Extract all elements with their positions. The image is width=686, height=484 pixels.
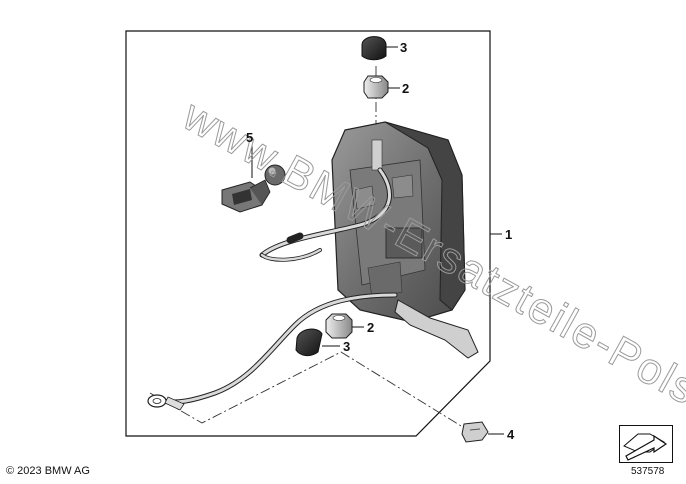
- cap-lower: [295, 328, 323, 357]
- leader-lines: [251, 46, 504, 435]
- screw: [461, 421, 489, 443]
- mount-bracket: [394, 299, 479, 359]
- callout-1: 1: [505, 227, 512, 242]
- next-diagram-button[interactable]: [619, 425, 673, 463]
- callout-3-lower: 3: [343, 339, 350, 354]
- cable-harness: [157, 167, 398, 405]
- connector-holder: [221, 164, 286, 213]
- ring-terminal: [147, 394, 185, 411]
- callout-2-lower: 2: [367, 320, 374, 335]
- copyright-notice: © 2023 BMW AG: [6, 465, 90, 477]
- callout-3-upper: 3: [400, 40, 407, 55]
- control-unit-housing: [331, 121, 466, 323]
- assembly-frame: [125, 30, 491, 437]
- cap-upper: [361, 36, 387, 61]
- callout-2-upper: 2: [402, 81, 409, 96]
- callout-5: 5: [246, 130, 253, 145]
- callout-4: 4: [507, 427, 515, 442]
- diagram-number: 537578: [631, 466, 665, 477]
- arrow-next-diagram-icon: [623, 433, 668, 461]
- nut-lower: [325, 313, 353, 339]
- nut-upper: [363, 75, 389, 99]
